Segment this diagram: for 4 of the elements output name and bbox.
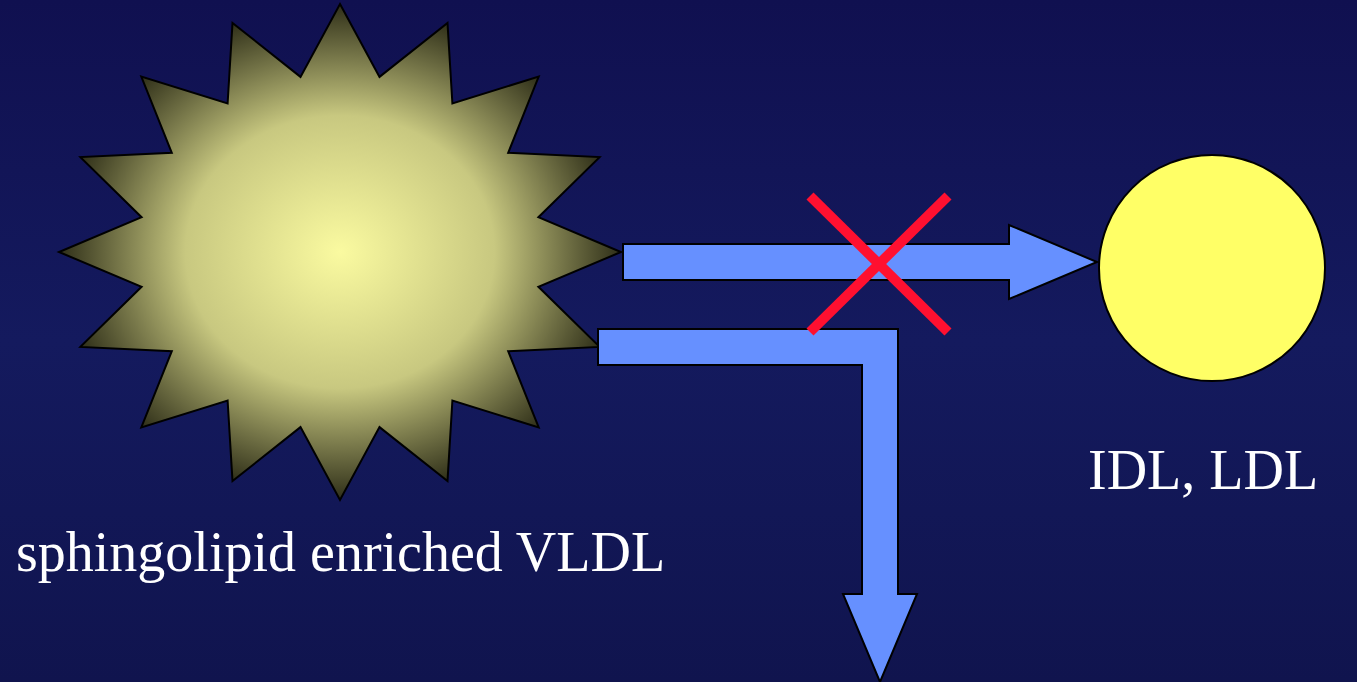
arrow bbox=[622, 223, 1100, 301]
arrow bbox=[597, 328, 919, 682]
particle-label: sphingolipid enriched VLDL bbox=[16, 522, 666, 584]
particle-label: IDL, LDL bbox=[1088, 440, 1319, 502]
